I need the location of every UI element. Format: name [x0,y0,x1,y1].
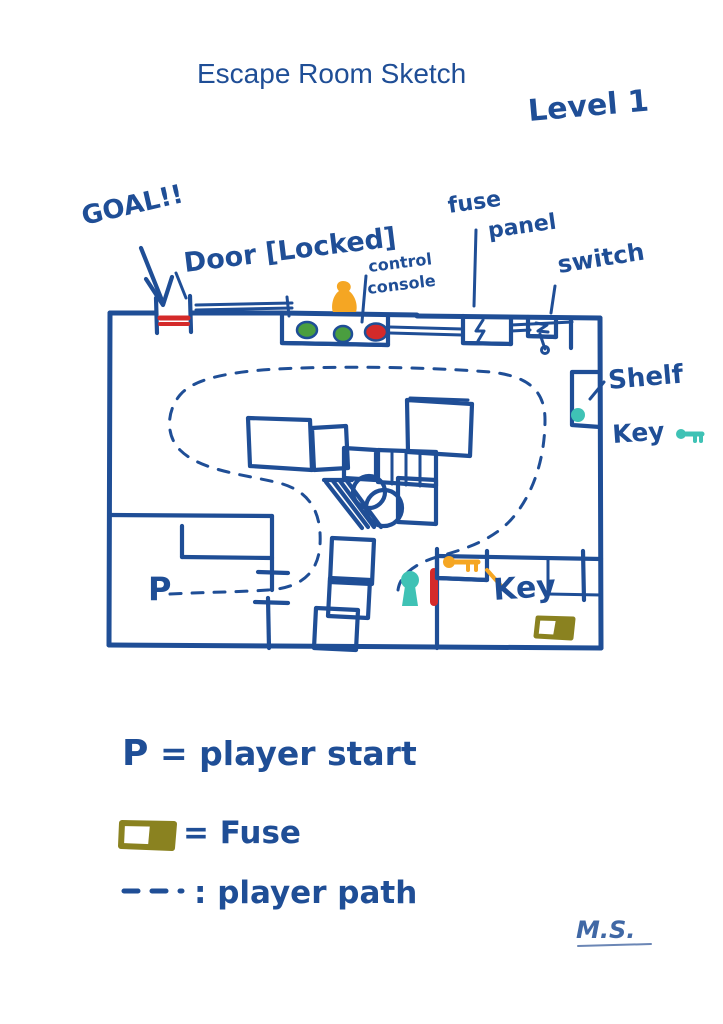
legend-text-fuse: = Fuse [183,815,301,851]
annotation-shelf: Shelf [607,359,685,395]
legend-symbol-fuse-icon [118,820,177,851]
key-box[interactable] [434,546,490,583]
inner-room-walls-left [107,512,291,651]
console-button-red[interactable] [363,322,389,342]
legend-text-player-start: = player start [160,734,417,773]
annotation-door-locked: Door [Locked] [182,222,398,279]
signature-text: M.S. [576,916,635,944]
key-icon-shelf [676,429,705,443]
key-icon-floor[interactable] [443,556,481,572]
legend-symbol-player: P [122,733,148,774]
switch-leader-line [549,284,557,315]
goal-arrow-icon [138,245,175,308]
player-start-marker: P [148,570,171,608]
key-leader-line [485,568,505,590]
fuse-panel-box[interactable] [388,313,514,347]
door-locked-marker[interactable] [157,315,191,326]
console-button-green-2[interactable] [332,324,354,344]
level-label: Level 1 [527,84,651,129]
shelf-leader-line [588,380,606,401]
legend-text-player-path: : player path [194,875,417,911]
furniture-cluster [245,396,475,653]
annotation-key-floor: Key [492,569,557,608]
room-outline [106,293,604,651]
fuse-panel-leader-line [472,228,478,308]
console-button-green-1[interactable] [295,320,319,340]
player-path [168,365,547,596]
shelf-key-dot[interactable] [571,408,585,422]
annotation-fuse-panel-line1: fuse [446,187,502,219]
pawn-figure [332,281,357,312]
page-title: Escape Room Sketch [197,58,466,89]
annotation-fuse-panel-line2: panel [486,210,558,244]
signature: M.S. [576,916,652,947]
door-leader-line [174,271,188,300]
fuse-pickup[interactable] [533,615,576,641]
shelf-unit[interactable] [569,369,603,430]
signature-underline [577,943,652,947]
annotation-switch: switch [556,238,647,279]
annotation-goal: GOAL!! [79,179,186,231]
annotation-key-shelf: Key [611,416,665,449]
switch-lever[interactable] [509,314,574,355]
keyhole-marker[interactable] [401,571,419,606]
